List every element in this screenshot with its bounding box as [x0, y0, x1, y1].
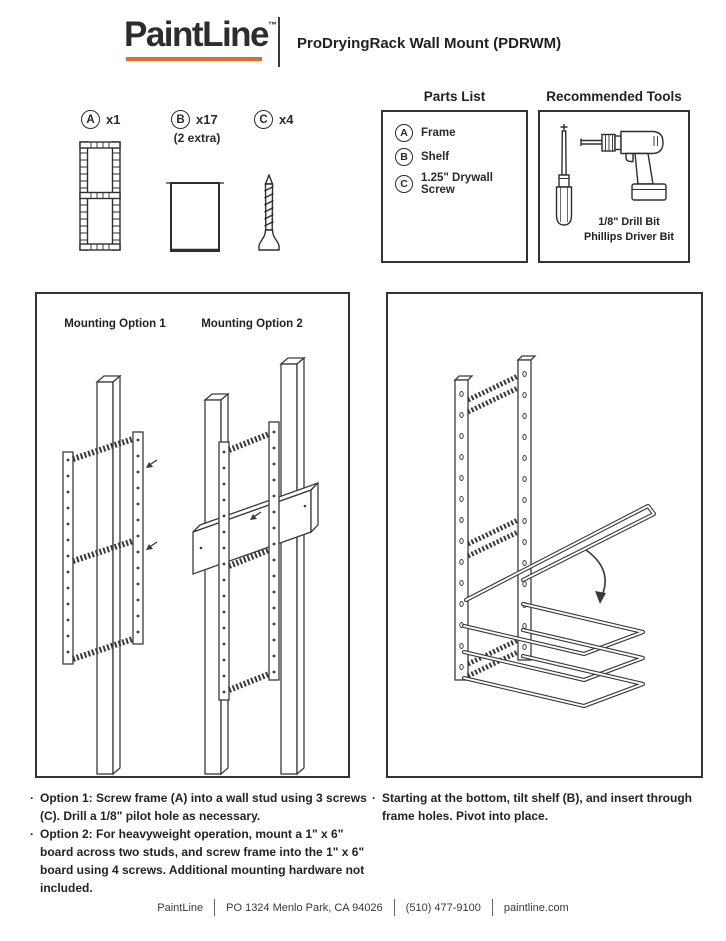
- part-c-name: 1.25" Drywall Screw: [421, 172, 493, 196]
- screw-part-icon: [258, 174, 280, 251]
- part-b-badge: B: [171, 110, 190, 129]
- pivot-arrow-icon: [585, 549, 606, 604]
- mounting-options-diagram: [62, 356, 319, 776]
- instruction-text: Option 2: For heavyweight operation, mou…: [40, 827, 365, 895]
- footer-address: PO 1324 Menlo Park, CA 94026: [226, 901, 383, 914]
- instruction-text: Starting at the bottom, tilt shelf (B), …: [382, 791, 692, 823]
- parts-list-row: C 1.25" Drywall Screw: [395, 172, 526, 196]
- recommended-tools-title: Recommended Tools: [546, 89, 682, 104]
- page-title: ProDryingRack Wall Mount (PDRWM): [297, 35, 562, 52]
- part-a-qty: x1: [106, 112, 121, 127]
- footer-website: paintline.com: [503, 901, 569, 914]
- part-a-name: Frame: [421, 127, 456, 139]
- drill-icon: [580, 130, 667, 201]
- parts-list-row: B Shelf: [395, 148, 526, 166]
- part-c-qty: x4: [279, 112, 294, 127]
- part-c-badge: C: [254, 110, 273, 129]
- mounting-option-2-label: Mounting Option 2: [201, 318, 303, 330]
- brand-logo-text: PaintLine: [124, 15, 270, 54]
- brand-logo: PaintLine™: [124, 15, 277, 55]
- shelf-part-icon: [166, 182, 224, 252]
- bullet: ·: [30, 827, 34, 841]
- seated-shelf-wires: [461, 601, 646, 709]
- footer-divider: [214, 899, 216, 916]
- mounting-instructions: · Option 1: Screw frame (A) into a wall …: [30, 789, 372, 897]
- frame-part-icon: [79, 141, 121, 251]
- bullet: ·: [30, 791, 34, 805]
- trademark-symbol: ™: [268, 20, 278, 30]
- screwdriver-icon: [555, 124, 573, 226]
- part-b-tag: B x17: [171, 110, 218, 129]
- part-b-qty: x17: [196, 112, 218, 127]
- parts-list-row: A Frame: [395, 124, 526, 142]
- part-b-list-badge: B: [395, 148, 413, 166]
- footer-divider: [393, 899, 395, 916]
- footer-brand: PaintLine: [157, 901, 204, 914]
- tilted-shelf-wire: [463, 503, 657, 603]
- header-divider: [278, 17, 280, 67]
- part-a-tag: A x1: [81, 110, 120, 129]
- tool-caption: 1/8" Drill Bit Phillips Driver Bit: [569, 215, 689, 245]
- instruction-text: Option 1: Screw frame (A) into a wall st…: [40, 791, 367, 823]
- parts-list-title: Parts List: [423, 89, 486, 104]
- shelf-insertion-diagram: [453, 355, 657, 709]
- parts-list-box: A Frame B Shelf C 1.25" Drywall Screw: [381, 110, 528, 263]
- footer-phone: (510) 477-9100: [405, 901, 481, 914]
- footer-divider: [491, 899, 493, 916]
- part-a-list-badge: A: [395, 124, 413, 142]
- shelf-insertion-panel: [386, 292, 703, 778]
- instruction-option-2: · Option 2: For heavyweight operation, m…: [30, 825, 372, 897]
- logo-accent-underline: [126, 57, 262, 61]
- bullet: ·: [372, 791, 376, 805]
- footer: PaintLine PO 1324 Menlo Park, CA 94026 (…: [0, 899, 726, 916]
- part-b-name: Shelf: [421, 151, 450, 163]
- tool-line-1: 1/8" Drill Bit: [598, 216, 660, 228]
- mounting-option-1-label: Mounting Option 1: [64, 318, 166, 330]
- mounting-options-panel: Mounting Option 1 Mounting Option 2: [35, 292, 350, 778]
- part-c-tag: C x4: [254, 110, 293, 129]
- instruction-shelf: · Starting at the bottom, tilt shelf (B)…: [372, 789, 703, 825]
- mounting-option-1-diagram: [62, 374, 158, 776]
- instruction-option-1: · Option 1: Screw frame (A) into a wall …: [30, 789, 372, 825]
- part-b-note: (2 extra): [173, 131, 221, 145]
- part-c-list-badge: C: [395, 175, 413, 193]
- part-a-badge: A: [81, 110, 100, 129]
- shelf-instructions: · Starting at the bottom, tilt shelf (B)…: [372, 789, 703, 825]
- mounting-option-2-diagram: [192, 356, 319, 776]
- tool-line-2: Phillips Driver Bit: [584, 231, 674, 244]
